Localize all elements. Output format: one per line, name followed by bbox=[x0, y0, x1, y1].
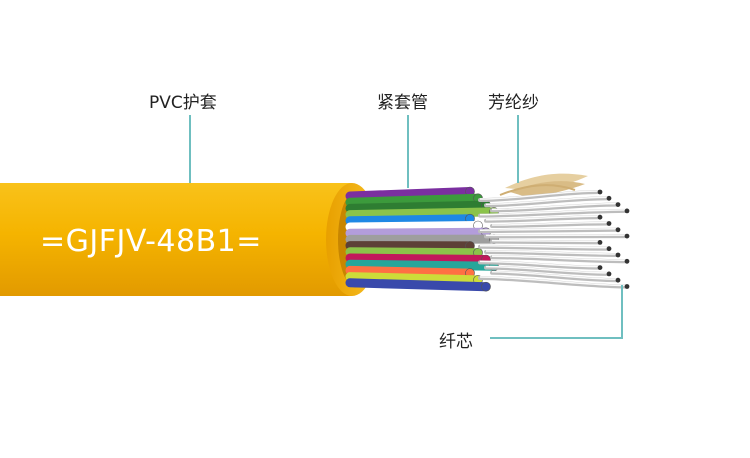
tight-buffer-tube bbox=[345, 272, 483, 285]
tight-buffer-tube bbox=[345, 193, 483, 207]
tight-buffer-tube bbox=[345, 200, 491, 213]
label-tight-buffer: 紧套管 bbox=[377, 93, 428, 113]
fiber-highlight bbox=[479, 209, 628, 216]
fiber-cores bbox=[478, 189, 630, 289]
fiber-tip bbox=[615, 277, 621, 283]
fiber-tip bbox=[615, 227, 621, 233]
fiber-core bbox=[478, 276, 629, 289]
fiber-core bbox=[484, 215, 602, 223]
tight-buffer-tube bbox=[345, 227, 491, 238]
fiber-tip bbox=[597, 189, 603, 195]
fiber-tip bbox=[606, 221, 612, 226]
fiber-tip bbox=[615, 252, 621, 258]
tight-buffer-tube bbox=[345, 253, 491, 264]
tight-buffer-tube bbox=[345, 259, 499, 271]
fiber-highlight bbox=[485, 215, 601, 221]
fiber-core bbox=[490, 270, 620, 283]
label-pvc-jacket: PVC护套 bbox=[149, 93, 217, 113]
fiber-highlight bbox=[485, 265, 610, 274]
tight-buffer-tube bbox=[345, 214, 475, 226]
fiber-tip bbox=[606, 246, 612, 252]
fiber-highlight bbox=[479, 245, 610, 249]
tight-buffer-tube bbox=[345, 207, 499, 220]
fiber-highlight bbox=[491, 239, 601, 243]
fiber-highlight bbox=[491, 202, 619, 211]
fiber-highlight bbox=[479, 190, 601, 200]
fiber-tip bbox=[624, 233, 630, 239]
tight-buffer-tube bbox=[345, 187, 475, 201]
fiber-tip bbox=[624, 208, 630, 214]
fiber-highlight bbox=[485, 196, 610, 205]
fiber-tip bbox=[597, 265, 603, 270]
fiber-highlight bbox=[491, 221, 610, 226]
fiber-highlight bbox=[491, 255, 628, 262]
fiber-tip bbox=[597, 240, 603, 245]
fiber-core bbox=[490, 255, 629, 264]
fiber-core bbox=[490, 239, 602, 245]
fiber-core bbox=[478, 208, 629, 218]
fiber-core bbox=[478, 227, 620, 234]
fiber-core bbox=[484, 265, 611, 276]
tight-buffer-tube bbox=[345, 221, 483, 232]
fiber-tip bbox=[624, 258, 630, 264]
leader-line-fiber bbox=[490, 285, 623, 339]
fiber-highlight bbox=[479, 228, 619, 231]
model-number: =GJFJV-48B1= bbox=[40, 224, 262, 259]
tube-end bbox=[481, 281, 491, 292]
tight-buffer-tube bbox=[345, 247, 483, 258]
fiber-tip bbox=[606, 195, 612, 201]
fiber-core bbox=[478, 260, 602, 270]
fiber-tip bbox=[615, 202, 621, 208]
fiber-core bbox=[484, 196, 611, 208]
fiber-core bbox=[490, 221, 611, 228]
aramid-yarn bbox=[499, 173, 588, 198]
fiber-tip bbox=[624, 284, 630, 289]
fiber-highlight bbox=[479, 260, 601, 268]
fiber-core bbox=[484, 250, 620, 257]
fiber-core bbox=[478, 244, 611, 251]
fiber-tip bbox=[597, 214, 603, 220]
fiber-highlight bbox=[485, 250, 619, 255]
tight-buffer-tube bbox=[345, 265, 475, 278]
fiber-tip bbox=[606, 271, 612, 277]
label-aramid-yarn: 芳纶纱 bbox=[488, 93, 539, 113]
leader-lines bbox=[189, 115, 623, 339]
fiber-core bbox=[490, 202, 620, 213]
tight-buffer-tube bbox=[345, 278, 491, 292]
fiber-highlight bbox=[491, 271, 619, 280]
fiber-core bbox=[478, 190, 602, 202]
tight-buffer-tubes bbox=[345, 186, 499, 292]
label-fiber-core: 纤芯 bbox=[439, 332, 473, 352]
fiber-highlight bbox=[479, 276, 628, 287]
